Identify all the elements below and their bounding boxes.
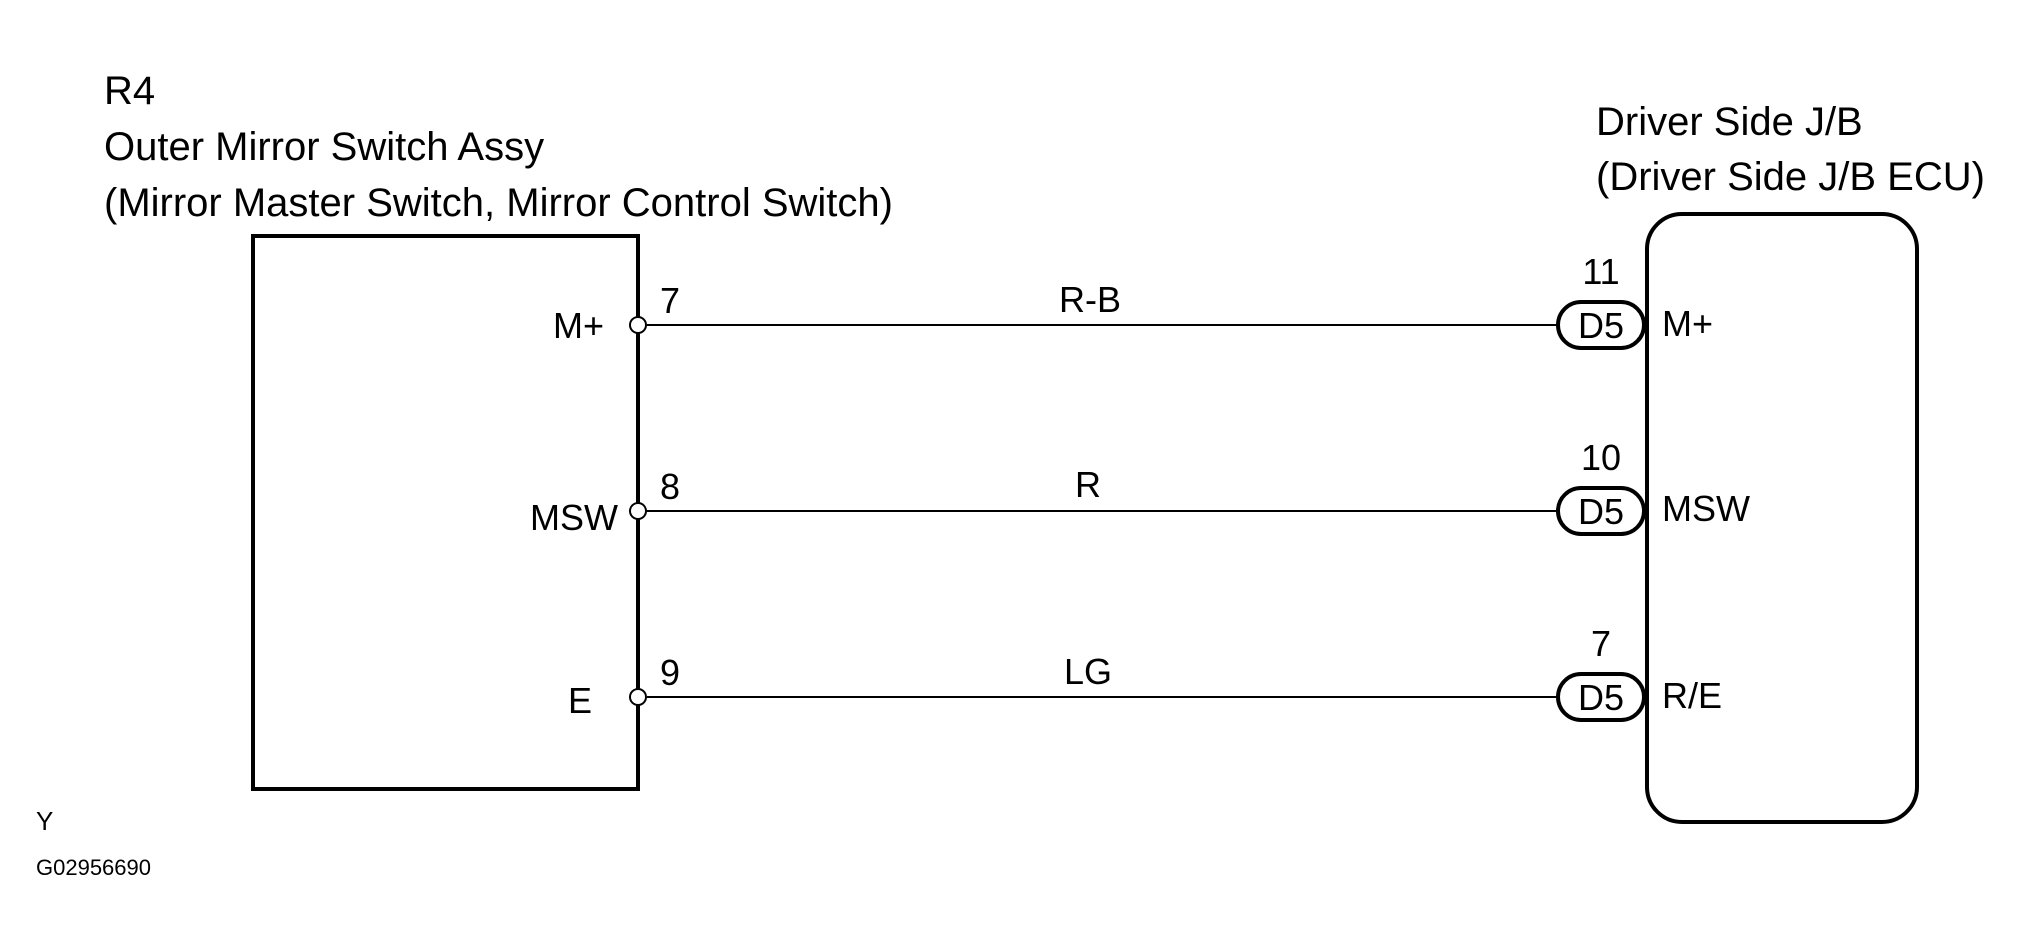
wire-m-plus: M+ 7 R-B D5 11 M+ xyxy=(553,251,1713,350)
wire-color-label: R-B xyxy=(1059,279,1121,320)
figure-code: G02956690 xyxy=(36,855,151,880)
connector-label: D5 xyxy=(1578,491,1624,532)
left-pin-number: 9 xyxy=(660,652,680,693)
right-component-name: Driver Side J/B xyxy=(1596,100,1863,144)
right-terminal-label: MSW xyxy=(1662,488,1750,529)
left-terminal-label: MSW xyxy=(530,497,618,538)
terminal-pin xyxy=(629,502,647,520)
right-pin-number: 7 xyxy=(1591,623,1611,664)
right-pin-number: 11 xyxy=(1582,251,1619,292)
left-component-code: R4 xyxy=(104,69,155,113)
left-pin-number: 7 xyxy=(660,280,680,321)
right-terminal-label: R/E xyxy=(1662,675,1722,716)
wire-color-label: LG xyxy=(1064,651,1112,692)
connector-shape xyxy=(1556,300,1646,350)
connector-label: D5 xyxy=(1578,305,1624,346)
right-component-subname: (Driver Side J/B ECU) xyxy=(1596,155,1985,199)
right-terminal-label: M+ xyxy=(1662,303,1713,344)
left-component-subname: (Mirror Master Switch, Mirror Control Sw… xyxy=(104,181,893,225)
connector-shape xyxy=(1556,672,1646,722)
connector-label: D5 xyxy=(1578,677,1624,718)
left-terminal-label: E xyxy=(568,680,592,721)
terminal-pin xyxy=(629,316,647,334)
left-terminal-label: M+ xyxy=(553,305,604,346)
terminal-pin xyxy=(629,688,647,706)
wire-e: E 9 LG D5 7 R/E xyxy=(568,623,1722,722)
right-pin-number: 10 xyxy=(1581,437,1621,478)
footer-letter: Y xyxy=(36,806,53,836)
driver-side-jb-box xyxy=(1645,212,1919,824)
left-component-name: Outer Mirror Switch Assy xyxy=(104,125,544,169)
left-pin-number: 8 xyxy=(660,466,680,507)
wire-color-label: R xyxy=(1075,464,1101,505)
wire-msw: MSW 8 R D5 10 MSW xyxy=(530,437,1750,538)
connector-shape xyxy=(1556,486,1646,536)
